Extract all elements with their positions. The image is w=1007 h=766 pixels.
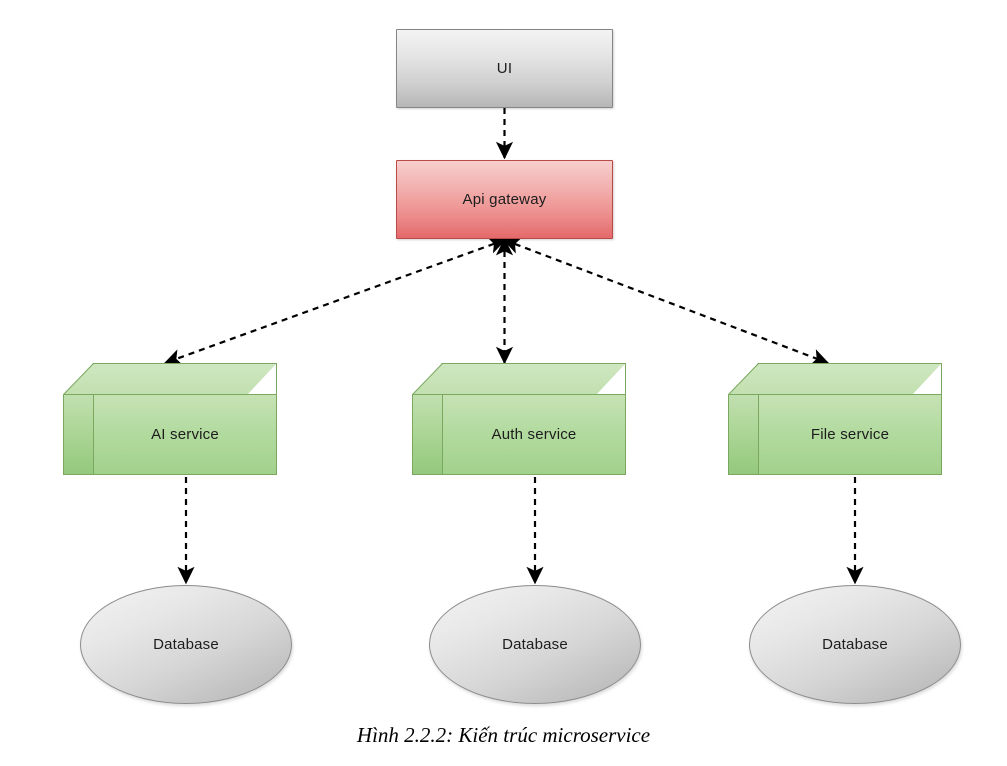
node-auth-service-label: Auth service	[491, 426, 577, 443]
edge-gateway-to-ai-service	[163, 237, 507, 366]
node-database-file-label: Database	[822, 636, 888, 653]
edge-gateway-to-file-service	[502, 237, 830, 366]
node-database-auth[interactable]: Database	[429, 585, 641, 704]
node-auth-service[interactable]: Auth service	[412, 363, 626, 475]
node-database-file[interactable]: Database	[749, 585, 961, 704]
node-ui[interactable]: UI	[396, 29, 613, 108]
node-ui-label: UI	[496, 60, 513, 77]
node-database-auth-label: Database	[502, 636, 568, 653]
node-database-ai[interactable]: Database	[80, 585, 292, 704]
node-file-service-label: File service	[810, 426, 890, 443]
node-file-service[interactable]: File service	[728, 363, 942, 475]
cube-side-face	[412, 394, 443, 475]
cube-outline	[63, 363, 277, 475]
cube-side-face	[63, 394, 94, 475]
node-api-gateway-label: Api gateway	[462, 191, 547, 208]
node-ai-service-label: AI service	[151, 426, 219, 443]
cube-front-face: File service	[758, 394, 942, 475]
node-ai-service[interactable]: AI service	[63, 363, 277, 475]
node-database-ai-label: Database	[153, 636, 219, 653]
figure-caption: Hình 2.2.2: Kiến trúc microservice	[356, 723, 651, 747]
cube-front-face: Auth service	[442, 394, 626, 475]
cube-side-face	[728, 394, 759, 475]
cube-outline	[728, 363, 942, 475]
cube-front-face: AI service	[93, 394, 277, 475]
node-api-gateway[interactable]: Api gateway	[396, 160, 613, 239]
cube-outline	[412, 363, 626, 475]
